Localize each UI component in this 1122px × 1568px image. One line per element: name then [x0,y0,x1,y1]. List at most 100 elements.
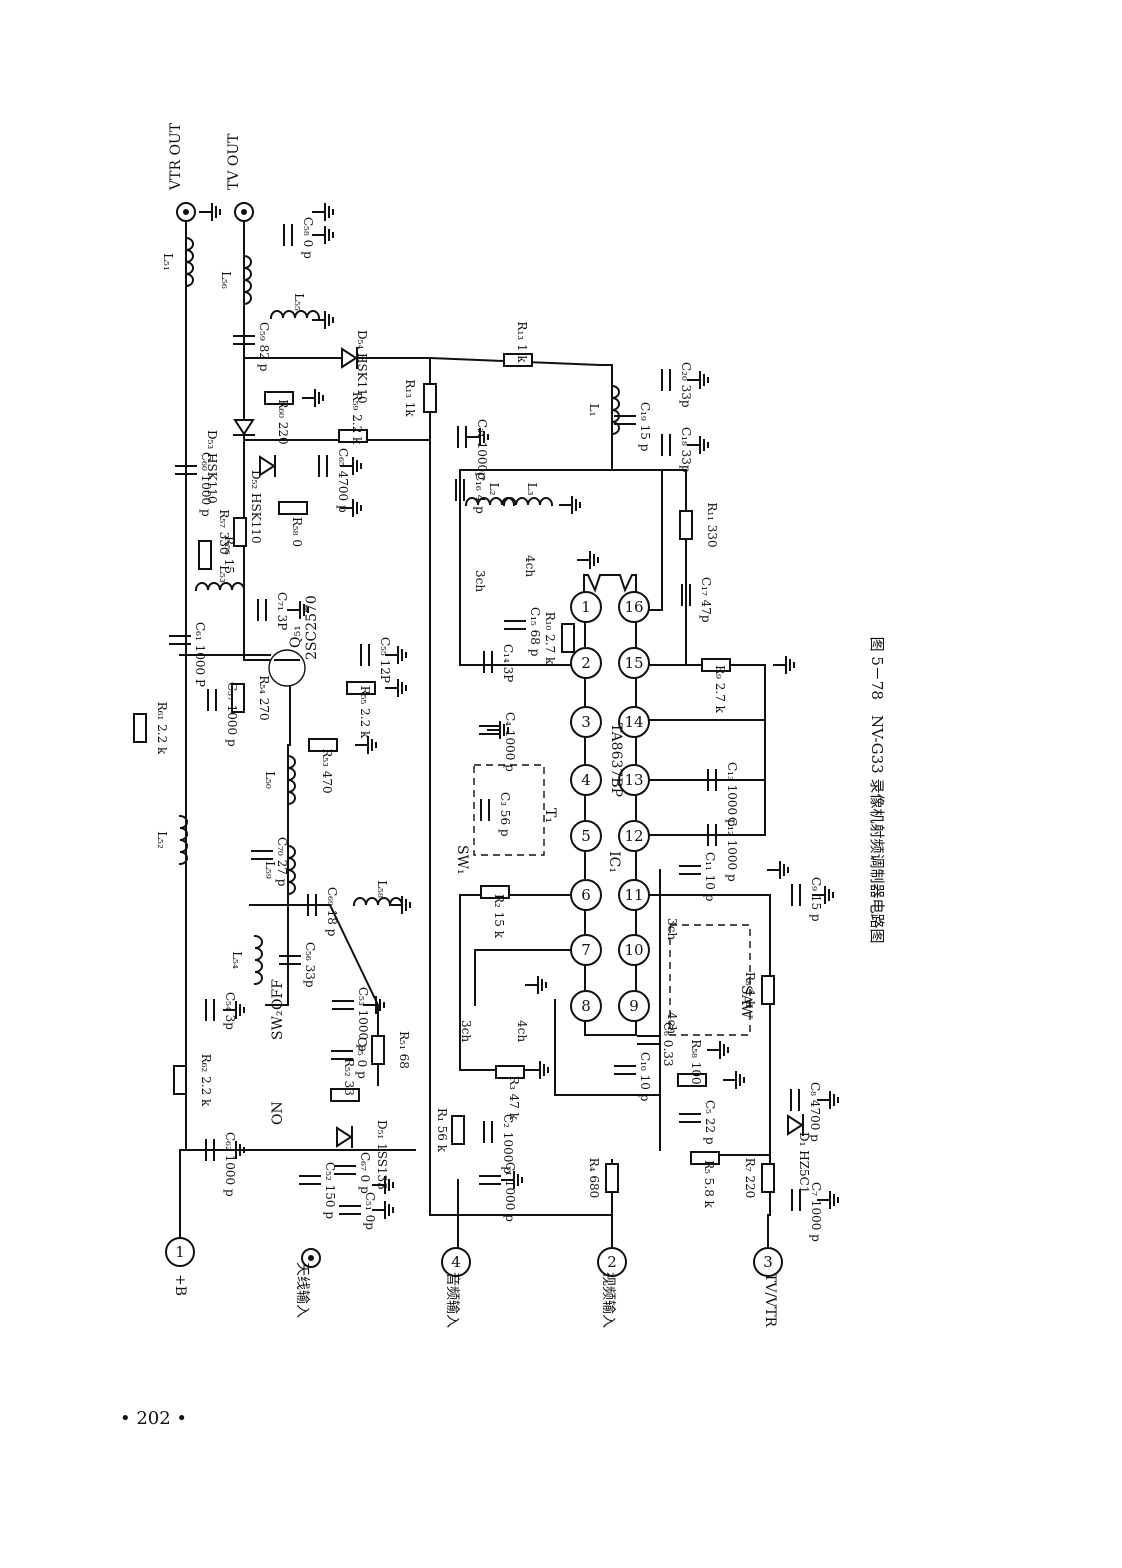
resistor-label: R₆₂ 2.2 k [199,1054,213,1107]
ground-icon [372,1201,394,1219]
terminal-number: 3 [763,1253,773,1271]
capacitor-25: C₅₅ 0 p [331,1037,369,1079]
ic-pin-8: 8 [570,990,602,1022]
ground-icon [302,389,324,407]
resistor-label: R₆₀ 220 [276,399,290,444]
inductor-10: L₅₈ [352,880,404,907]
resistor-0: R₁ 56 k [435,1108,465,1153]
capacitor-20: C₂₁ 1000p [457,419,489,480]
capacitor-label: C₂₁ 1000p [475,419,489,480]
capacitor-label: C₅₆ 33p [303,942,317,988]
resistor-label: R₅ 5.8 k [702,1160,716,1209]
ch3-label-saw: 3ch [665,918,679,940]
resistor-17: R₅₆ 15 [198,536,236,574]
ic-pin-9: 9 [618,990,650,1022]
wire-20 [554,999,661,1096]
resistor-label: R₇ 220 [743,1158,757,1199]
capacitor-16: C₁₇ 47p [681,577,713,623]
resistor-label: R₈ 1 k [743,972,757,1009]
ic-pin-1: 1 [570,591,602,623]
capacitor-label: C₄ 1000 p [503,712,517,772]
capacitor-36: C₆₉ 18 p [307,887,339,937]
capacitor-26: C₅₅ 12P [360,637,392,683]
inductor-label: L₅₈ [375,880,389,898]
inductor-label: L₂ [487,483,501,496]
capacitor-label: C₂₀ 33p [679,362,693,408]
inductor-label: L₁ [587,404,601,417]
resistor-label: R₅₇ 330 [217,509,231,554]
ic-pin-number: 15 [624,654,643,672]
capacitor-1: C₂ 1000 p [483,1114,515,1174]
resistor-label: R₆₁ 2.2 k [155,702,169,755]
ic-pin-number: 4 [581,771,591,789]
inductor-label: L₃ [525,483,539,496]
ground-icon [312,311,334,329]
ic-pin-number: 1 [581,598,591,616]
diode-label: D₅₄ HSK110 [355,330,369,404]
resistor-label: R₅₄ 270 [257,675,271,720]
page-number: • 202 • [120,1408,188,1429]
resistor-label: R₁₀ 2.7 k [543,612,557,665]
capacitor-label: C₁₉ 15 p [638,402,652,452]
diode-label: D₁ HZ5C1 [797,1132,811,1194]
diode-1: D₅₂ HSK110 [249,455,276,544]
resistor-10: R₁₃ 1 k [503,321,533,367]
capacitor-12: C₁₃ 1000 p [707,762,739,827]
capacitor-label: C₅₇ 1000 p [225,682,239,747]
diode-2: D₅₃ HSK110 [205,419,255,504]
capacitor-label: C₇₀ 27 p [275,837,289,887]
ch3-label-bottom: 3ch [459,1020,473,1042]
tv-out-connector: TV OUT [226,133,254,222]
capacitor-30: C₅₉ 82 p [233,322,271,372]
capacitor-label: C₁₃ 1000 p [725,762,739,827]
ic-pin-number: 12 [624,827,643,845]
ic-part-label: TA8637BP [608,723,624,797]
terminal-plus-b: 1 +B [165,1237,195,1296]
capacitor-22: C₅₂ 150 p [299,1162,337,1219]
wire-11 [584,604,637,1036]
capacitor-label: C₂ 1000 p [501,1114,515,1174]
ground-icon [199,203,221,221]
capacitor-35: C₆₇ 0 p [334,1152,372,1194]
capacitor-10: C₁₁ 10 p [679,852,717,902]
wire-21 [474,949,573,1006]
ground-icon [773,656,795,674]
ic-pin-number: 16 [624,598,643,616]
ic-pin-11: 11 [618,879,650,911]
resistor-label: R₅₅ 2.2 k [358,686,372,739]
inductor-label: L₅₁ [161,253,175,271]
inductor-5: L₅₂ [155,814,188,866]
resistor-22: R₆₁ 2.2 k [133,702,169,755]
wire-22 [459,894,573,1071]
terminal-label: 视频输入 [600,1272,616,1328]
capacitor-19: C₂₀ 33p [661,362,693,408]
ground-icon [707,1041,729,1059]
wiring [179,221,771,1249]
capacitor-label: C₁₄ 3P [501,644,515,682]
ic-pin-number: 2 [581,654,591,672]
inductor-3: L₅₀ [263,754,296,806]
ic-pin-number: 9 [629,997,639,1015]
diode-label: D₅₁ 1SS133 [375,1120,389,1190]
capacitor-4: C₅ 22 p [679,1100,717,1145]
ground-icon [525,976,547,994]
resistor-label: R₅₉ 2.2 k [350,392,364,445]
resistor-label: R₅₆ 15 [222,536,236,574]
capacitor-29: C₅₈ 0 p [283,217,315,259]
ic-pin-number: 6 [581,886,591,904]
capacitor-18: C₁₉ 15 p [614,402,652,452]
resistor-2: R₃ 47 k [495,1065,525,1121]
resistor-15: R₅₄ 270 [231,675,271,721]
capacitor-label: C₅₅ 12P [378,637,392,683]
diode-3: D₅₄ HSK110 [341,330,369,404]
resistor-label: R₁₃ 1k [403,379,417,417]
ground-icon [767,861,789,879]
saw-label: SAW [738,985,754,1019]
ic-pin-6: 6 [570,879,602,911]
capacitor-15: C₁₆ 4 p [455,472,487,514]
resistor-8: R₁₀ 2.7 k [543,612,575,665]
ic-pin-number: 3 [581,713,591,731]
resistor-label: R₅₁ 68 [397,1031,411,1069]
resistor-5: R₇ 220 [743,1158,775,1199]
